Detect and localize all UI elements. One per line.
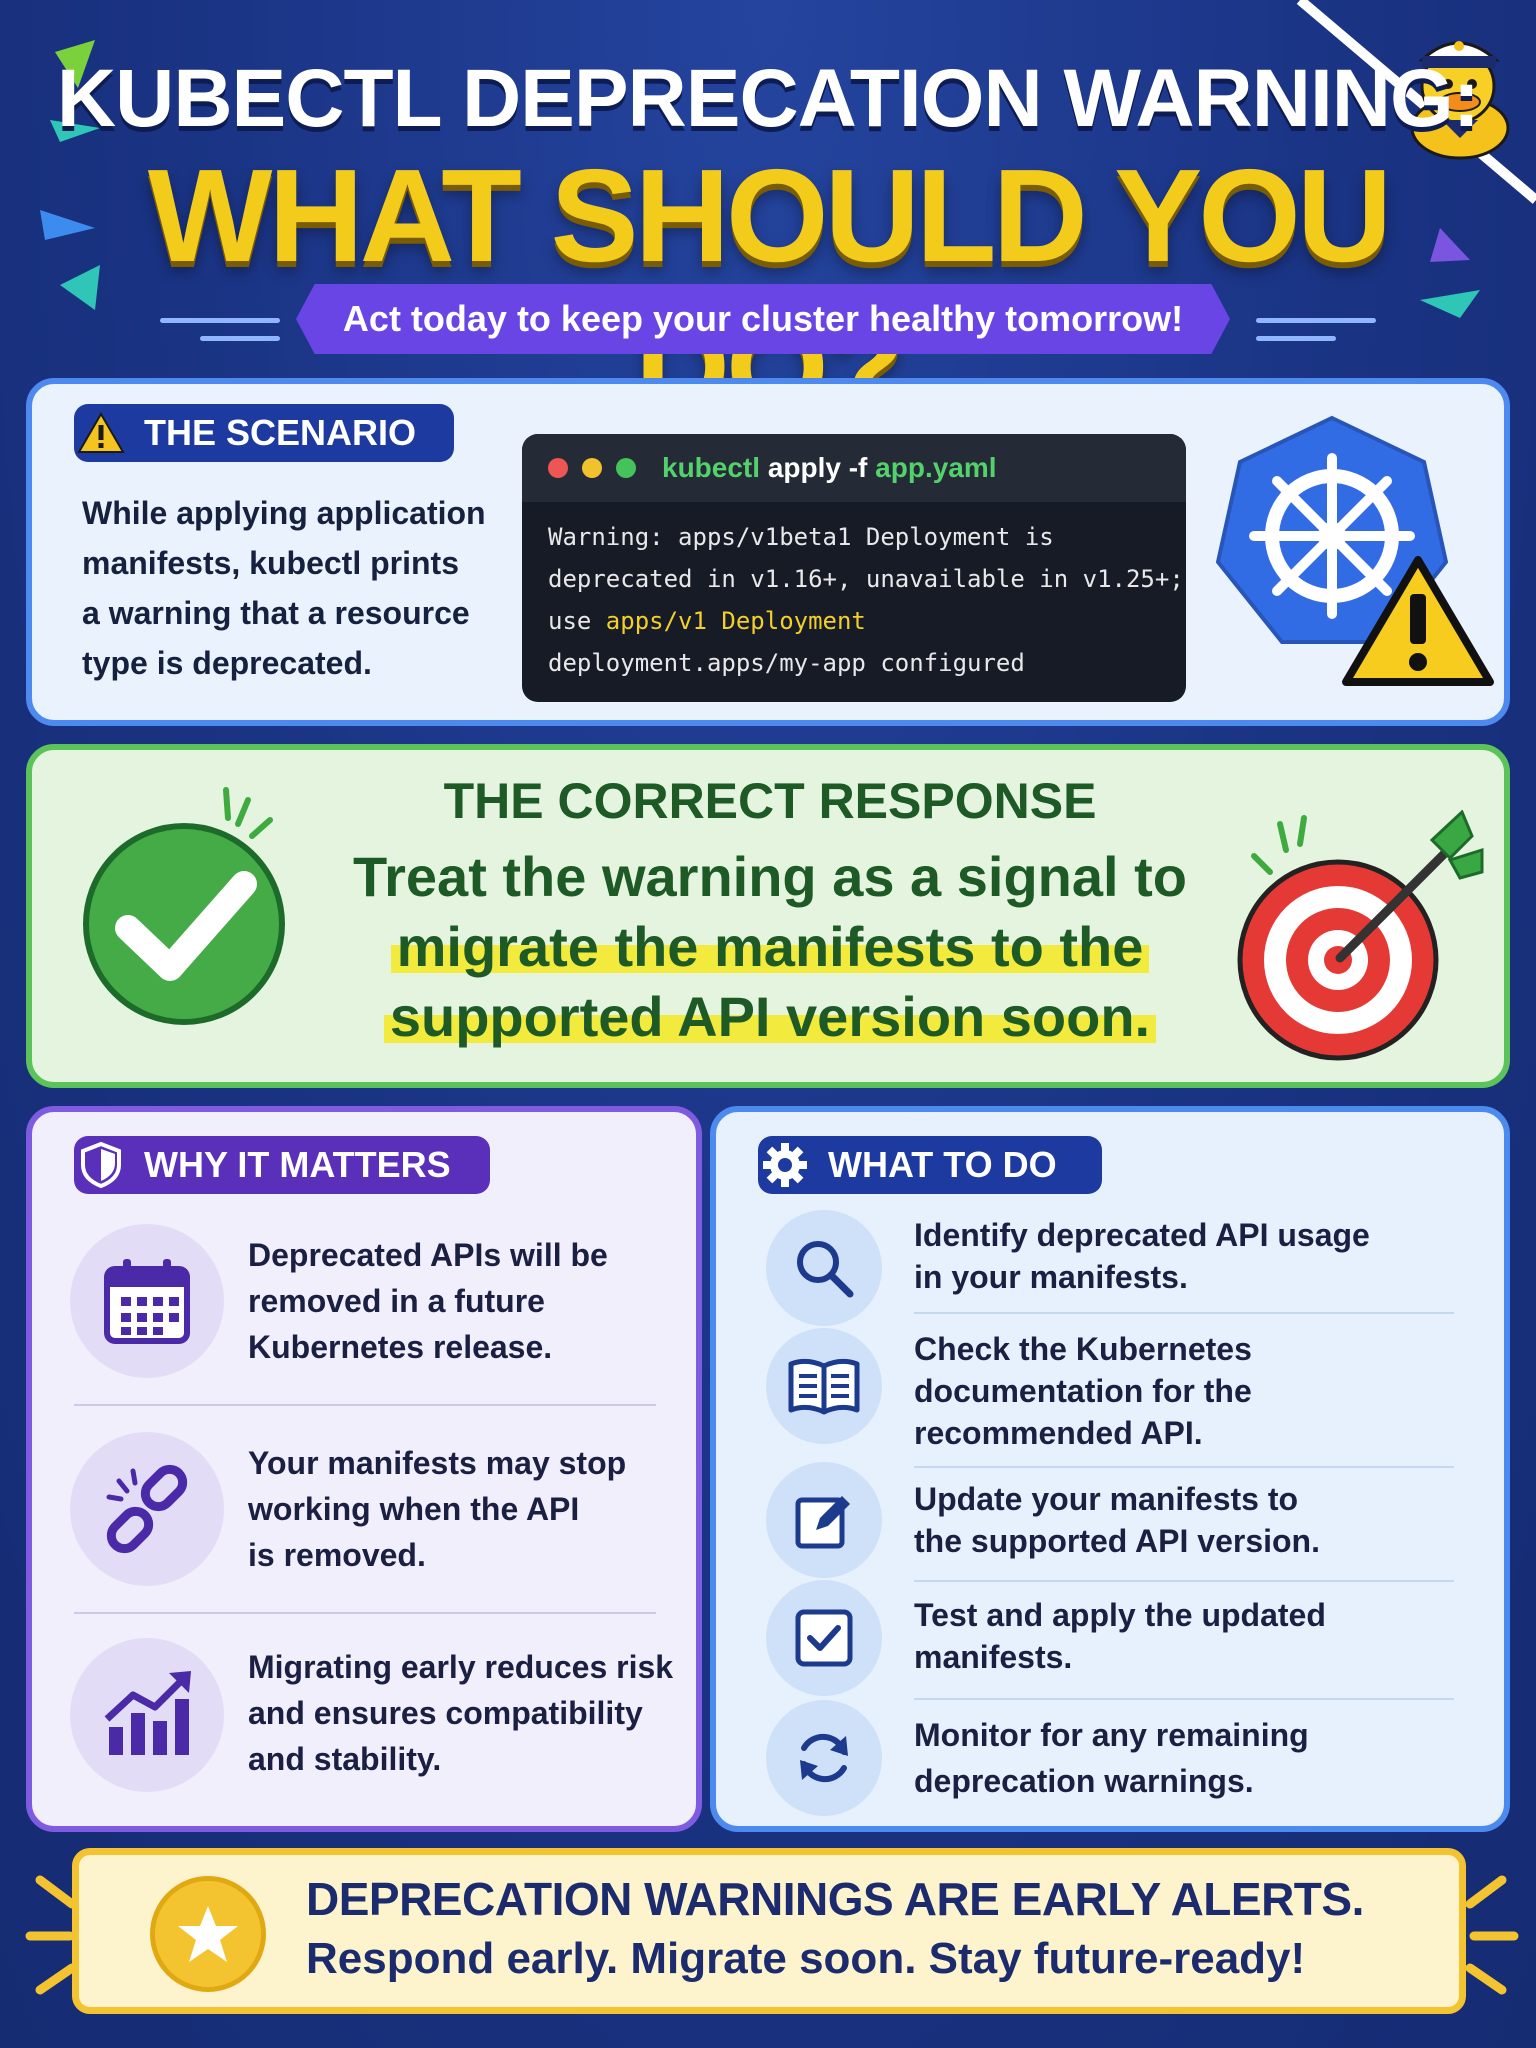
todo-item-icon-wrap xyxy=(766,1328,882,1444)
response-line-1: Treat the warning as a signal to xyxy=(353,845,1187,908)
minimize-dot-icon xyxy=(582,458,602,478)
search-icon xyxy=(797,1241,854,1298)
todo-item-icon-wrap xyxy=(766,1700,882,1816)
broken-link-icon xyxy=(106,1464,188,1554)
response-line-2: migrate the manifests to the xyxy=(300,912,1240,982)
calendar-icon xyxy=(104,1259,190,1344)
why-heading: WHY IT MATTERS xyxy=(74,1136,490,1194)
star-icon xyxy=(178,1906,238,1962)
todo-divider xyxy=(914,1698,1454,1700)
banner-burst-right xyxy=(1465,1875,1519,1995)
todo-heading: WHAT TO DO xyxy=(758,1136,1102,1194)
response-title: THE CORRECT RESPONSE xyxy=(443,773,1097,829)
confetti-decoration xyxy=(40,0,1536,318)
ribbon-swoosh-right xyxy=(1256,336,1336,341)
book-icon xyxy=(788,1358,860,1415)
warning-icon xyxy=(72,404,130,462)
terminal-command: kubectl apply -f app.yaml xyxy=(662,452,997,483)
scenario-heading: THE SCENARIO xyxy=(74,404,454,462)
why-title: WHY IT MATTERS xyxy=(144,1144,451,1185)
todo-item-icon-wrap xyxy=(766,1210,882,1326)
todo-item-icon-wrap xyxy=(766,1462,882,1578)
sailor-duck-icon xyxy=(1410,41,1510,160)
checkbox-icon xyxy=(795,1609,853,1667)
ribbon-swoosh-left xyxy=(160,318,280,323)
terminal-titlebar: kubectl apply -f app.yaml xyxy=(522,434,1186,502)
growth-chart-icon xyxy=(104,1671,191,1755)
edit-icon xyxy=(795,1496,850,1549)
page-title: KUBECTL DEPRECATION WARNING: xyxy=(56,53,1480,144)
banner-burst-left xyxy=(25,1875,77,1995)
terminal-output: Warning: apps/v1beta1 Deployment is depr… xyxy=(548,523,1184,677)
checkmark-icon xyxy=(83,787,285,1025)
terminal-window: kubectl apply -f app.yaml Warning: apps/… xyxy=(522,434,1186,702)
maximize-dot-icon xyxy=(616,458,636,478)
why-item-icon-wrap xyxy=(70,1432,224,1586)
why-divider xyxy=(74,1404,656,1406)
scenario-line: a warning that a resource xyxy=(82,595,470,631)
scenario-line: manifests, kubectl prints xyxy=(82,545,459,581)
why-divider xyxy=(74,1612,656,1614)
ribbon-swoosh-left xyxy=(200,336,280,341)
todo-item-icon-wrap xyxy=(766,1580,882,1696)
response-line-3: supported API version soon. xyxy=(300,982,1240,1052)
scenario-line: While applying application xyxy=(82,495,486,531)
scenario-title: THE SCENARIO xyxy=(144,412,417,453)
todo-divider xyxy=(914,1312,1454,1314)
why-item-icon-wrap xyxy=(70,1224,224,1378)
todo-title: WHAT TO DO xyxy=(828,1144,1057,1185)
summary-banner xyxy=(72,1848,1466,2014)
todo-divider xyxy=(914,1466,1454,1468)
banner-headline: DEPRECATION WARNINGS ARE EARLY ALERTS. xyxy=(306,1873,1364,1925)
scenario-line: type is deprecated. xyxy=(82,645,372,681)
target-icon xyxy=(1237,810,1484,1061)
tagline-ribbon: Act today to keep your cluster healthy t… xyxy=(296,284,1230,354)
why-item-icon-wrap xyxy=(70,1638,224,1792)
gear-icon xyxy=(756,1136,814,1194)
refresh-icon xyxy=(800,1733,848,1783)
ribbon-swoosh-right xyxy=(1256,318,1376,323)
kubernetes-warning-icon xyxy=(1215,415,1494,686)
star-badge xyxy=(150,1876,266,1992)
banner-subline: Respond early. Migrate soon. Stay future… xyxy=(306,1934,1306,1983)
close-dot-icon xyxy=(548,458,568,478)
todo-divider xyxy=(914,1580,1454,1582)
shield-icon xyxy=(72,1136,130,1194)
scenario-description: While applying application manifests, ku… xyxy=(82,488,486,688)
